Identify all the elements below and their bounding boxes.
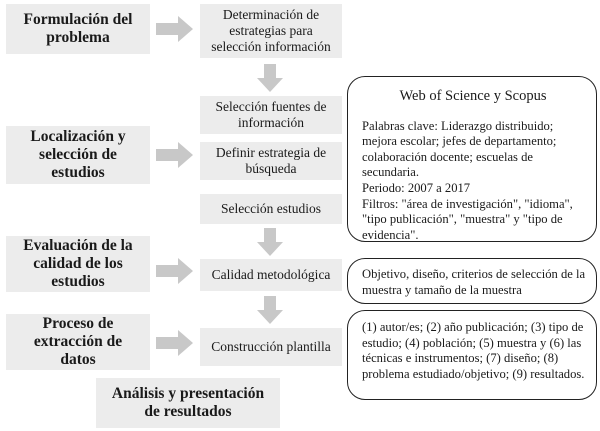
stage-label: Análisis y presentación de resultados (111, 385, 265, 420)
note-quality-text: Objetivo, diseño, criterios de selección… (362, 267, 586, 297)
note-databases-title: Web of Science y Scopus (399, 88, 547, 104)
step-label: Calidad metodológica (211, 267, 331, 282)
step-construccion-plantilla: Construcción plantilla (200, 328, 342, 366)
note-databases-keywords: Palabras clave: Liderazgo distribuido; m… (362, 118, 557, 180)
step-label: Definir estrategia de búsqueda (215, 145, 327, 176)
arrow-right-4 (156, 330, 193, 356)
stage-formulacion: Formulación del problema (6, 4, 150, 54)
step-estrategia-busqueda: Definir estrategia de búsqueda (200, 142, 342, 180)
note-template: (1) autor/es; (2) año publicación; (3) t… (347, 310, 597, 400)
step-calidad-metodologica: Calidad metodológica (200, 259, 342, 291)
step-label: Selección fuentes de información (215, 99, 327, 130)
step-label: Determinación de estrategias para selecc… (211, 7, 331, 54)
stage-label: Localización y selección de estudios (30, 128, 126, 181)
step-seleccion-fuentes: Selección fuentes de información (200, 96, 342, 134)
step-determinacion: Determinación de estrategias para selecc… (200, 4, 342, 58)
note-databases-filters: Filtros: "área de investigación", "idiom… (362, 196, 573, 242)
note-quality: Objetivo, diseño, criterios de selección… (347, 258, 597, 304)
arrow-down-3 (257, 296, 283, 324)
step-seleccion-estudios: Selección estudios (200, 194, 342, 224)
stage-analisis: Análisis y presentación de resultados (96, 378, 280, 428)
stage-label: Proceso de extracción de datos (33, 315, 123, 368)
stage-evaluacion: Evaluación de la calidad de los estudios (6, 236, 150, 292)
arrow-down-2 (257, 228, 283, 256)
arrow-right-2 (156, 142, 193, 168)
stage-label: Evaluación de la calidad de los estudios (23, 237, 133, 290)
note-databases: Web of Science y Scopus Palabras clave: … (347, 76, 597, 242)
note-databases-period: Periodo: 2007 a 2017 (362, 180, 471, 195)
arrow-right-3 (156, 258, 193, 284)
step-label: Selección estudios (220, 201, 322, 216)
stage-extraccion: Proceso de extracción de datos (6, 314, 150, 370)
note-template-text: (1) autor/es; (2) año publicación; (3) t… (362, 320, 585, 381)
arrow-right-1 (156, 16, 193, 42)
stage-label: Formulación del problema (23, 11, 133, 46)
stage-localizacion: Localización y selección de estudios (6, 126, 150, 184)
step-label: Construcción plantilla (211, 339, 331, 354)
arrow-down-1 (257, 64, 283, 92)
